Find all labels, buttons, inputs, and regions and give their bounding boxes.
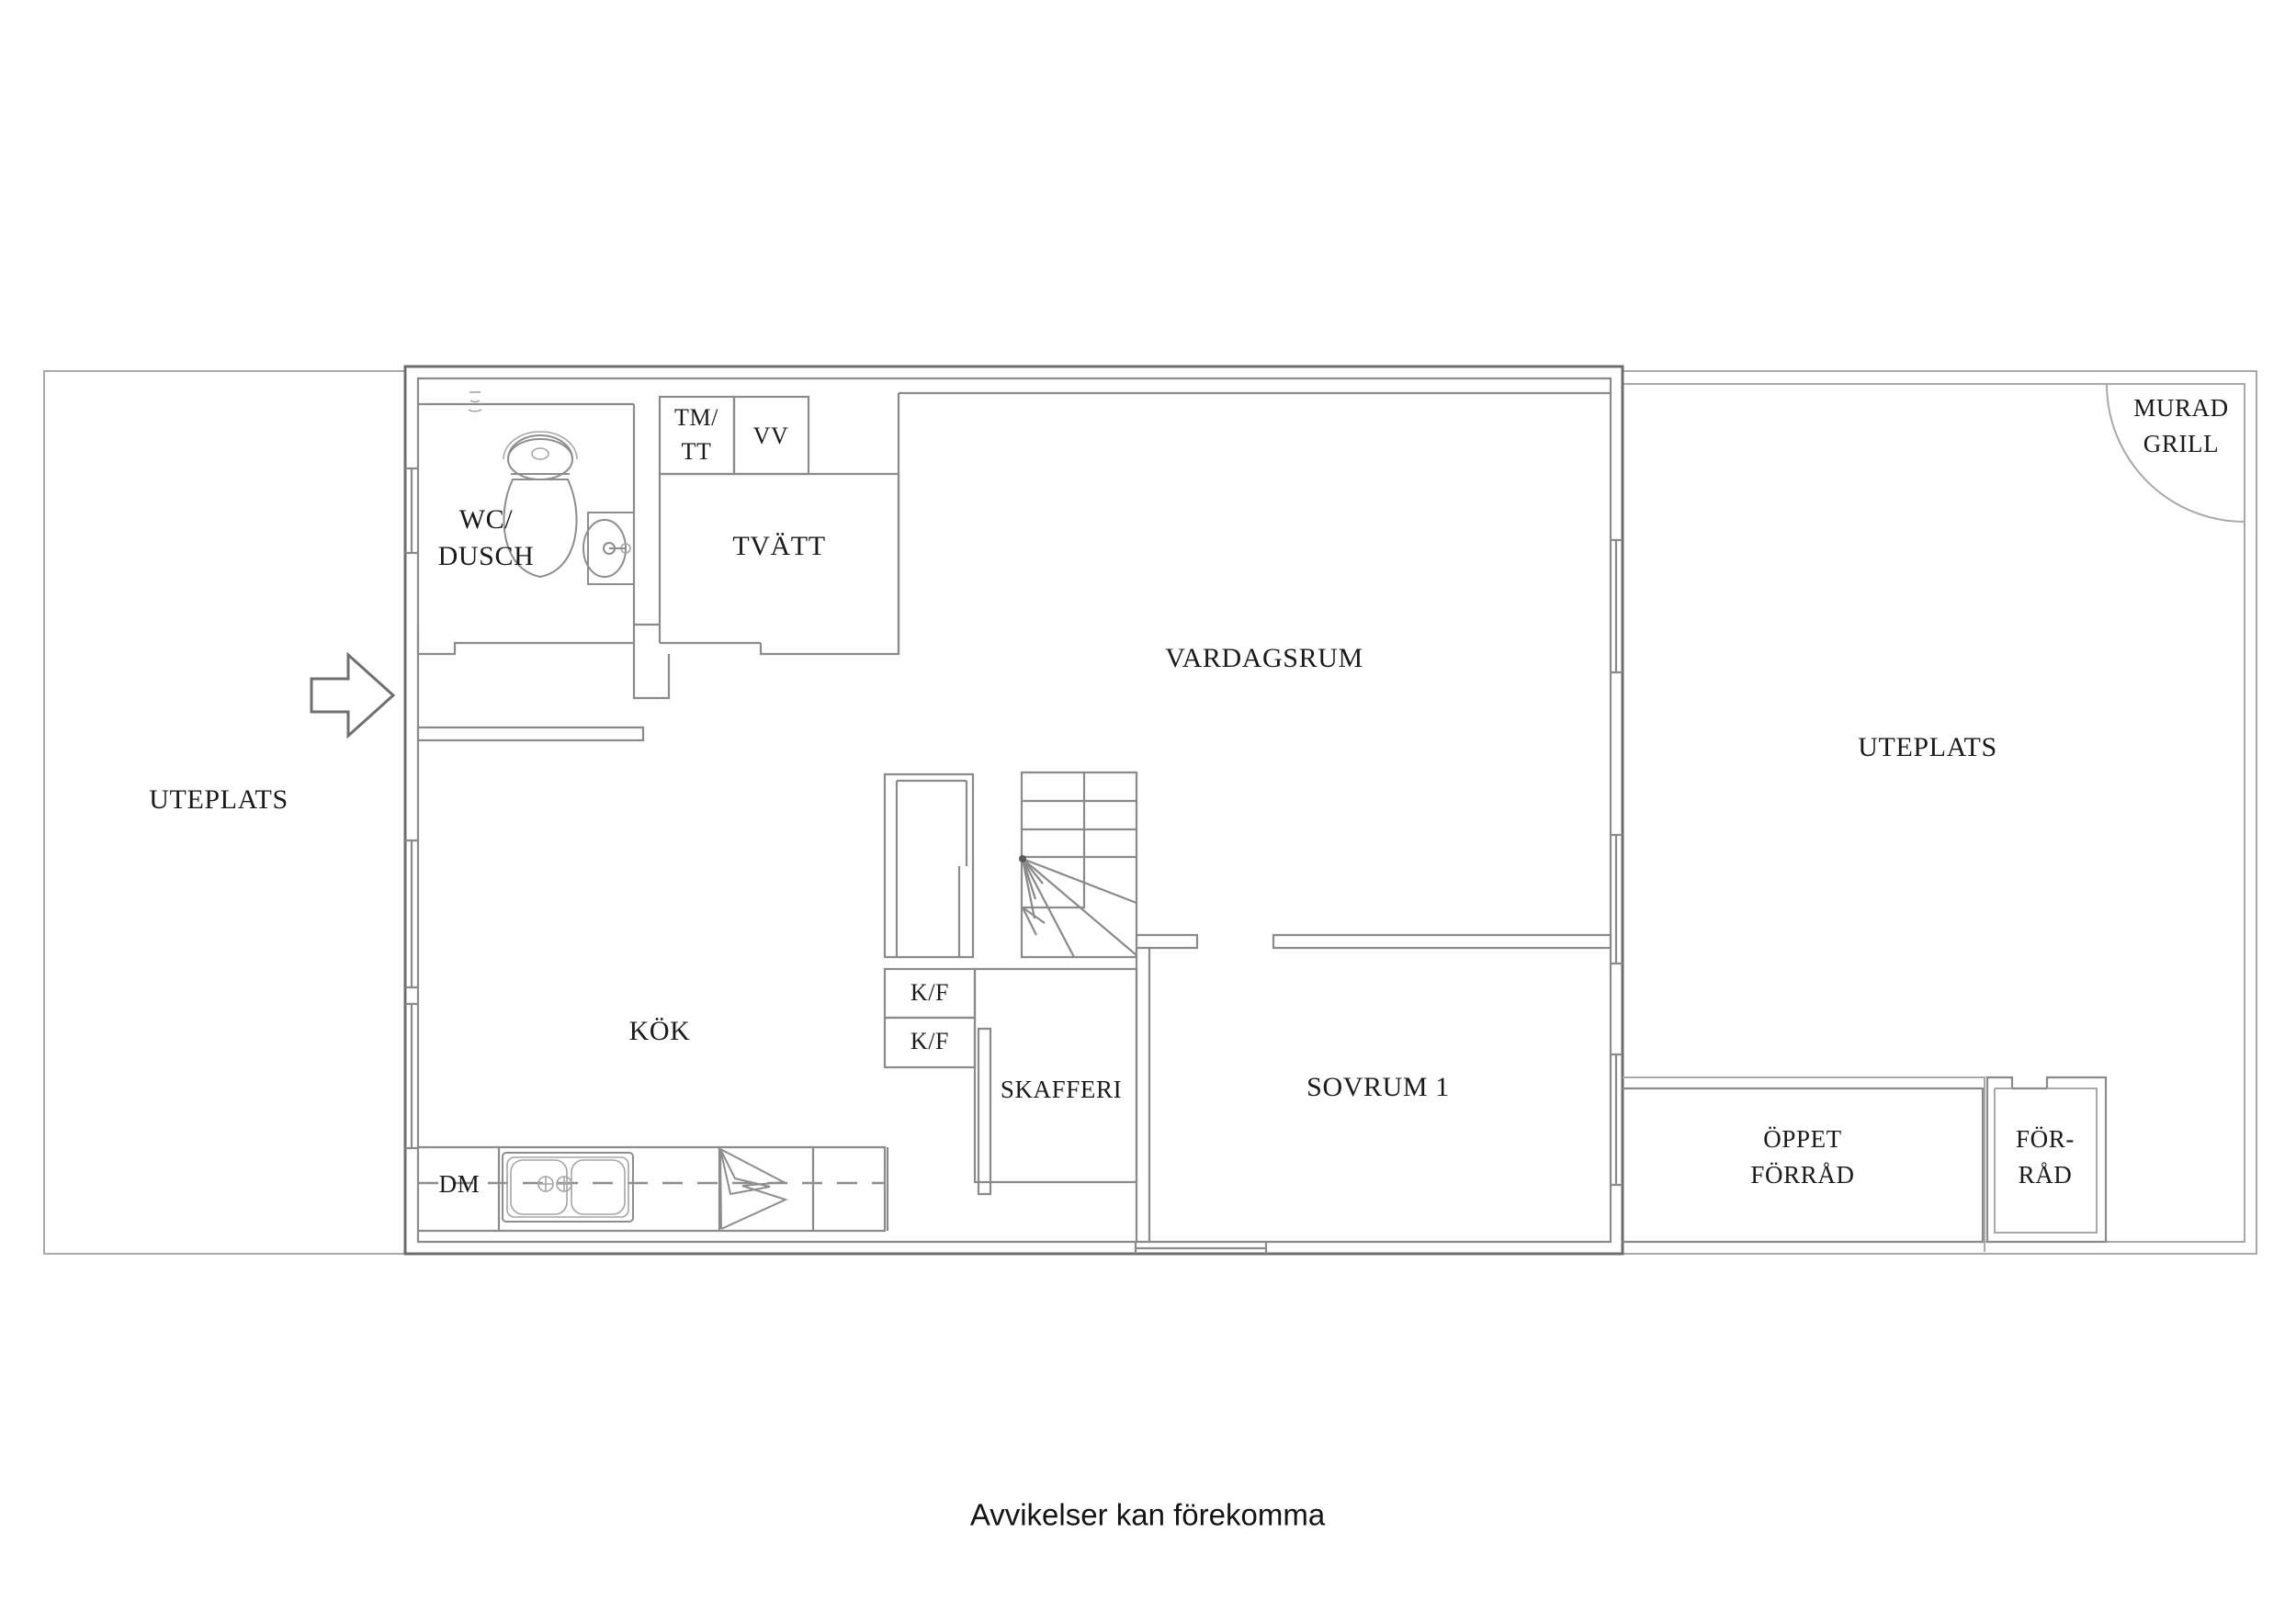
- murad-grill-label-line1: MURAD: [2133, 394, 2229, 422]
- kf-lower-label: K/F: [910, 1028, 949, 1054]
- kf-lower-box: K/F: [883, 1016, 977, 1069]
- entrance-arrow-icon: [310, 651, 396, 739]
- dm-label: DM: [439, 1170, 481, 1198]
- tm-tt-box: TM/ TT: [658, 395, 736, 476]
- forrad-label-line1: FÖR-: [2016, 1125, 2075, 1153]
- vardagsrum-walls: [897, 391, 1611, 654]
- murad-grill: MURAD GRILL: [2106, 383, 2245, 523]
- skafferi-label: SKAFFERI: [1001, 1076, 1122, 1103]
- house-outer-walls: [403, 365, 1624, 1256]
- skafferi-room: SKAFFERI: [973, 967, 1138, 1196]
- double-kitchen-sink-icon: [502, 1152, 634, 1223]
- window-left-mid: [405, 839, 418, 989]
- tvatt-room-walls: [658, 472, 900, 656]
- kok-hall-wall: [416, 726, 645, 742]
- kf-upper-box: K/F: [883, 967, 977, 1020]
- floor-drain-icon: [468, 391, 482, 412]
- sovrum1-label-text: SOVRUM 1: [1306, 1072, 1450, 1102]
- uteplats-left-label: UTEPLATS: [149, 784, 288, 815]
- disclaimer-caption: Avvikelser kan förekomma: [970, 1498, 1326, 1532]
- forrad-label-line2: RÅD: [2019, 1161, 2073, 1189]
- window-bottom-sovrum: [1134, 1242, 1268, 1254]
- sovrum1-walls: [1135, 933, 1612, 1242]
- window-right-upper: [1611, 538, 1623, 674]
- vardagsrum-label-text: VARDAGSRUM: [1165, 643, 1363, 673]
- vv-box: VV: [732, 395, 810, 476]
- uteplats-right-label: UTEPLATS: [1858, 732, 1996, 762]
- staircase-icon: [1019, 771, 1138, 959]
- window-left-lower: [405, 1002, 418, 1150]
- toilet-icon: [503, 431, 578, 579]
- forrad-room: FÖR- RÅD: [1985, 1076, 2108, 1244]
- murad-grill-label-line2: GRILL: [2143, 430, 2219, 457]
- wc-dusch-label-line1: WC/: [459, 504, 514, 535]
- tm-tt-label-line1: TM/: [674, 404, 718, 431]
- kok-label: KÖK: [629, 1016, 691, 1046]
- oppet-forrad-room: ÖPPET FÖRRÅD: [1623, 1076, 1985, 1252]
- oppet-forrad-label-line2: FÖRRÅD: [1750, 1161, 1854, 1189]
- wc-dusch-room-walls: [416, 402, 671, 700]
- tvatt-label-text: TVÄTT: [732, 531, 825, 561]
- closet-unit: [883, 772, 975, 959]
- uteplats-left-label-text: UTEPLATS: [149, 784, 288, 815]
- window-right-bottom: [1611, 1053, 1623, 1187]
- oppet-forrad-label-line1: ÖPPET: [1763, 1125, 1842, 1153]
- caption-group: Avvikelser kan förekomma: [970, 1498, 1326, 1532]
- sovrum1-label: SOVRUM 1: [1306, 1072, 1450, 1102]
- window-right-lower: [1611, 833, 1623, 965]
- tm-tt-label-line2: TT: [682, 438, 712, 465]
- wc-dusch-label: WC/ DUSCH: [438, 504, 535, 571]
- uteplats-right-boundary: [1623, 370, 2257, 1255]
- kf-upper-label: K/F: [910, 979, 949, 1006]
- vv-label: VV: [753, 423, 789, 449]
- wash-basin-icon: [582, 512, 635, 585]
- vardagsrum-label: VARDAGSRUM: [1165, 643, 1363, 673]
- kitchen-counter: [418, 1145, 889, 1233]
- stove-hob-icon: [719, 1148, 788, 1230]
- kok-label-text: KÖK: [629, 1016, 691, 1046]
- wc-dusch-label-line2: DUSCH: [438, 541, 535, 571]
- tvatt-label: TVÄTT: [732, 531, 825, 561]
- uteplats-right-label-text: UTEPLATS: [1858, 732, 1996, 762]
- window-left-upper: [405, 467, 418, 555]
- dm-label-group: DM: [439, 1170, 481, 1198]
